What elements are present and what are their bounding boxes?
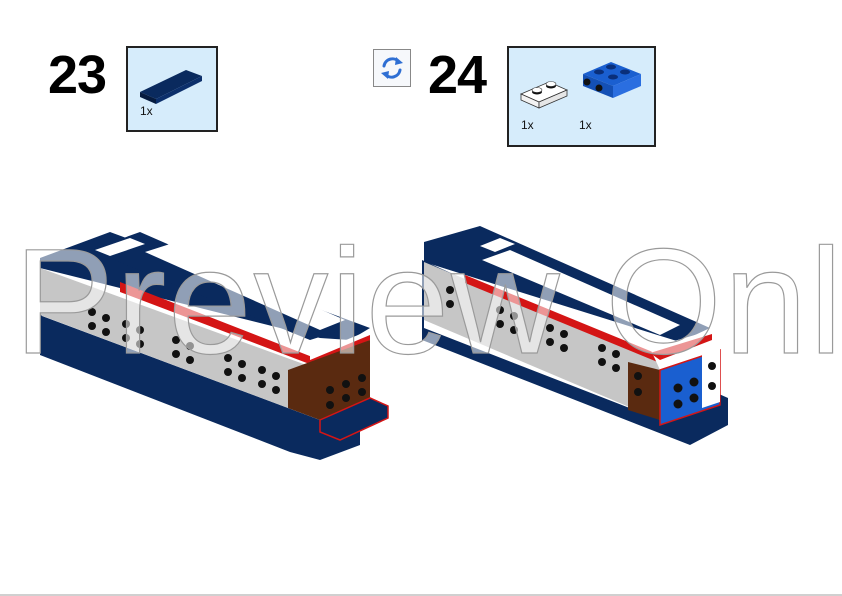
- step-24-model-illustration: [422, 226, 728, 445]
- part-quantity: 1x: [140, 104, 153, 118]
- dark-blue-tile-icon: [140, 70, 202, 104]
- white-plate-icon: [520, 81, 568, 109]
- step-24-number: 24: [428, 45, 487, 105]
- step-24-parts-list: 1x 1x: [507, 46, 656, 147]
- step-23-parts-list: 1x: [126, 46, 218, 132]
- rotate-model-button[interactable]: [373, 49, 411, 87]
- rotate-icon: [381, 57, 403, 79]
- part-quantity: 1x: [521, 118, 534, 132]
- step-23-model-illustration: [40, 232, 389, 460]
- page-bottom-divider: [0, 594, 842, 596]
- part-quantity: 1x: [579, 118, 592, 132]
- blue-bracket-icon: [583, 62, 641, 98]
- step-23-number: 23: [48, 45, 107, 105]
